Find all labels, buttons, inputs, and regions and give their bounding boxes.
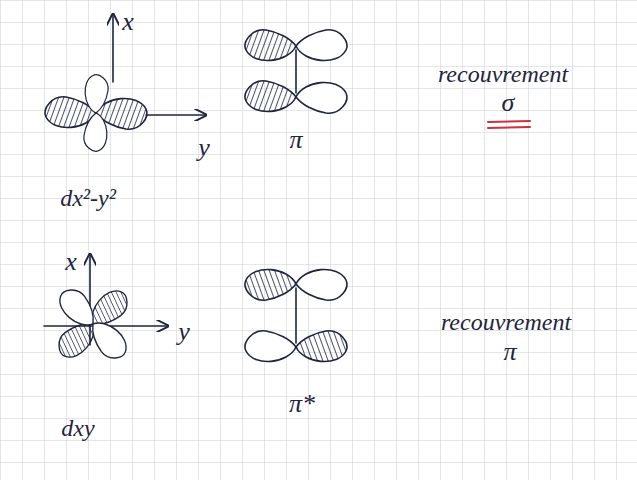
orbital-name: dx²-y² <box>60 185 116 211</box>
axis-label: y <box>178 318 190 347</box>
overlap-symbol: π <box>503 338 516 367</box>
orbital-lobe <box>85 75 108 113</box>
orbital-lobe <box>296 82 347 113</box>
orbital-name: dxy <box>61 415 94 441</box>
axis-label: x <box>65 248 77 277</box>
orbital-lobe <box>84 113 107 151</box>
overlap-type: recouvrement <box>441 309 571 335</box>
y-axis <box>146 114 206 116</box>
orbital-lobe <box>245 331 296 362</box>
overlap-symbol: σ <box>502 89 515 118</box>
orbital-lobe <box>296 269 347 300</box>
orbital-symbol: π* <box>289 390 315 419</box>
red-underline <box>488 121 530 128</box>
x-axis <box>112 14 114 82</box>
bond-line <box>295 50 297 93</box>
orbital-lobe <box>296 331 347 362</box>
bond-line <box>295 288 297 343</box>
axis-label: y <box>198 134 210 163</box>
orbital-symbol: π <box>289 126 302 155</box>
orbital-lobe <box>245 269 296 300</box>
axis-label: x <box>122 8 134 37</box>
orbital-lobe <box>245 30 296 61</box>
orbital-lobe <box>83 315 132 364</box>
orbital-lobe <box>296 30 347 61</box>
orbital-lobe <box>245 81 296 112</box>
ink-drawing <box>44 14 347 364</box>
overlap-type: recouvrement <box>438 61 568 87</box>
